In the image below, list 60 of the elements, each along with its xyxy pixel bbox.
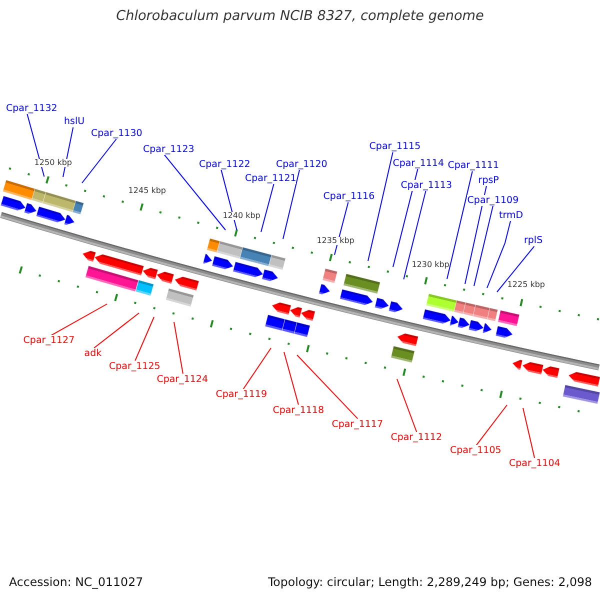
gene-label: Cpar_1114 [392,158,444,169]
scale-label: 1235 kbp [316,237,354,246]
leader-line [334,202,349,256]
gene-label: rpsP [478,174,499,186]
leader-line [174,322,184,374]
leader-line [164,154,226,230]
gene-label: Cpar_1105 [450,445,502,456]
leader-line [396,378,418,432]
scale-label: 1240 kbp [222,212,260,220]
diagram-title: Chlorobaculum parvum NCIB 8327, complete genome [116,9,484,25]
gene-label: hslU [64,116,85,128]
scale-label: 1225 kbp [507,281,545,290]
leader-line [282,169,300,240]
leader-line [392,168,418,268]
scale-label: 1250 kbp [34,159,72,168]
gene-label: Cpar_1112 [390,432,442,443]
leader-line [82,138,117,184]
genome-stats-text: Topology: circular; Length: 2,289,249 bp; Genes: 2,098 [268,574,592,589]
gene-label: Cpar_1117 [332,418,384,430]
leader-line [284,352,299,406]
leader-line [260,184,274,232]
gene-label: Cpar_1104 [509,458,560,469]
gene-label: rplS [524,235,543,246]
gene-label: Cpar_1113 [400,180,452,191]
gene-label: trmD [499,210,524,221]
gene-label: Cpar_1115 [369,141,421,152]
scale-label: 1245 kbp [128,187,166,196]
gene-label: Cpar_1118 [272,404,324,416]
leader-line [464,185,487,284]
gene-label: Cpar_1119 [216,389,268,400]
accession-text: Accession: NC_011027 [9,574,144,589]
leader-line [476,404,508,446]
gene-label: Cpar_1124 [156,374,208,385]
gene-label: Cpar_1130 [91,128,142,139]
gene-label: adk [84,348,102,359]
leader-line [242,348,272,390]
gene-label: Cpar_1132 [6,102,58,114]
gene-label: Cpar_1120 [276,158,328,170]
leader-line [50,304,108,336]
leader-line [220,169,238,230]
gene-label: Cpar_1125 [109,360,160,372]
leader-line [94,312,140,348]
gene-label: Cpar_1116 [323,191,375,202]
leader-line [446,170,473,280]
leader-line [403,190,426,280]
leader-line [134,316,154,362]
leader-line [296,354,358,420]
leader-line [368,152,394,262]
gene-label: Cpar_1109 [467,194,519,206]
leader-line [522,408,536,458]
scale-label: 1230 kbp [412,260,450,269]
leader-line [496,246,535,292]
leader-line [486,220,512,288]
leader-line [474,205,494,286]
gene-label: Cpar_1121 [245,173,296,184]
gene-label: Cpar_1123 [143,144,194,155]
gene-label: Cpar_1122 [199,158,250,170]
gene-label: Cpar_1111 [448,160,500,172]
gene-label: Cpar_1127 [23,335,75,346]
leader-line [26,113,45,178]
